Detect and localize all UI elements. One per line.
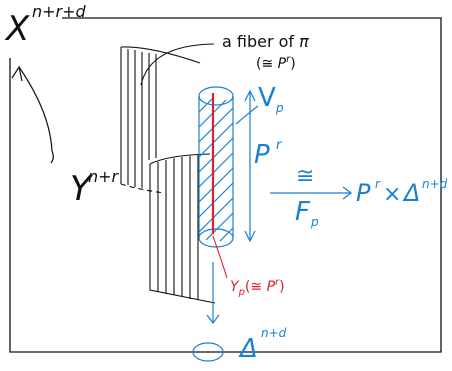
- iso-map-sub: p: [310, 215, 319, 229]
- ambient-space-frame: [9, 17, 442, 353]
- product-times: ×: [383, 182, 401, 207]
- projective-fiber-sup: r: [276, 138, 283, 153]
- surface-label: Y: [70, 169, 93, 209]
- fiber-caption-line2: (≅ Pr): [256, 54, 296, 72]
- product-p: P: [356, 179, 371, 207]
- surface-y: [120, 43, 216, 304]
- product-p-sup: r: [375, 177, 381, 191]
- fiber-double-arrow: [244, 89, 256, 243]
- fiber-caption-line1: a fiber of π: [222, 32, 309, 51]
- product-delta-sup: n+d: [422, 177, 448, 191]
- projective-fiber-label: P: [254, 140, 270, 170]
- ambient-space-label: X: [4, 9, 30, 49]
- product-delta: Δ: [402, 179, 420, 207]
- iso-map-label: F: [295, 197, 311, 227]
- surface-sup: n+r: [88, 167, 120, 186]
- iso-symbol: ≅: [296, 164, 314, 189]
- neighborhood-label: V: [258, 83, 276, 113]
- projection-arrow: [206, 262, 220, 324]
- fiber-y-p-pointer: [212, 235, 228, 279]
- base-space-sup: n+d: [261, 326, 287, 340]
- curved-arrow-icon: [11, 65, 54, 164]
- iso-arrow: [270, 186, 352, 200]
- fiber-in-y-label: Yp(≅ Pr): [230, 277, 285, 298]
- neighborhood-sub: p: [275, 101, 284, 115]
- ambient-space-sup: n+r+d: [32, 2, 87, 21]
- base-space-label: Δ: [238, 334, 258, 364]
- base-ellipse: [192, 342, 224, 362]
- neighborhood-cylinder: [198, 86, 259, 248]
